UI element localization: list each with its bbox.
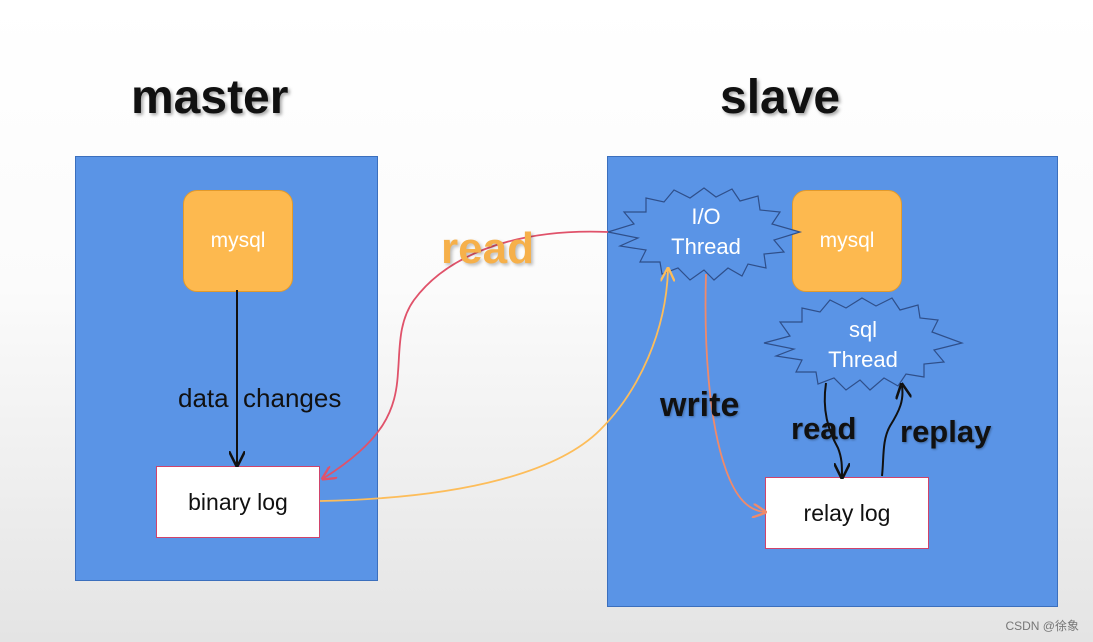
binlog-to-io-arrow [319,270,668,502]
replay-label: replay [900,414,992,449]
slave-mysql-box: mysql [792,190,902,292]
io-thread-label: I/O Thread [654,202,758,262]
read-curve-arrow [324,230,609,478]
sql-read-arrow [823,382,842,476]
replay-arrow [881,386,903,477]
watermark: CSDN @徐象 [1005,619,1079,633]
master-mysql-box: mysql [183,190,293,292]
sql-thread-label-line2: Thread [828,347,898,372]
io-thread-starburst [607,187,803,281]
sql-thread-starburst [763,297,965,391]
binary-log-box: binary log [156,466,320,538]
write-label: write [660,386,740,424]
sql-thread-label-line1: sql [848,317,878,342]
relay-log-box: relay log [765,477,929,549]
sql-thread-label: sql Thread [811,315,915,375]
slave-title: slave [720,71,841,124]
io-thread-label-line2: Thread [671,234,741,259]
master-title: master [131,71,289,124]
data-changes-label: data changes [178,383,342,413]
sql-read-label: read [791,411,857,446]
read-label: read [441,224,534,273]
io-thread-label-line1: I/O [691,204,721,229]
write-arrow [704,273,764,512]
